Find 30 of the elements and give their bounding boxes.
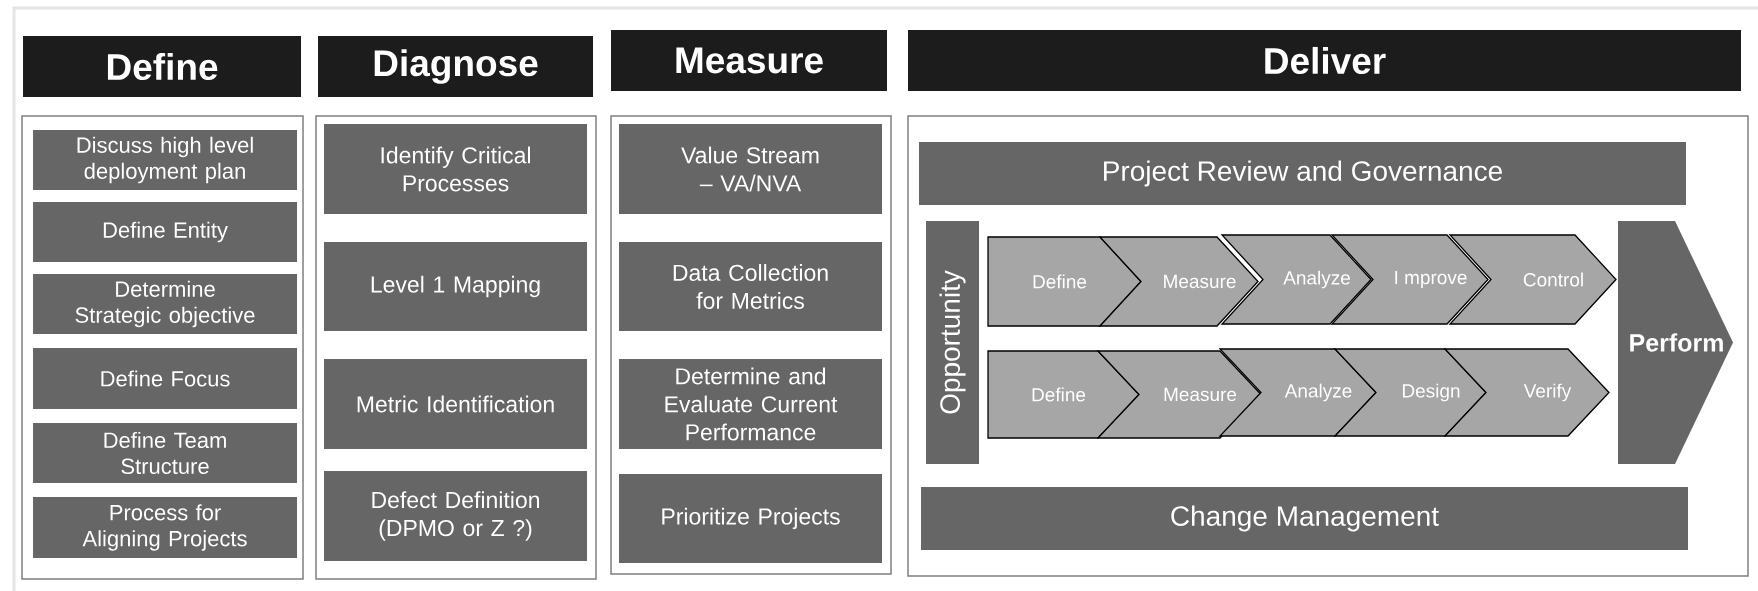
step-box: Define Entity [33,202,297,262]
step-box: Determine and Evaluate Current Performance [619,359,882,449]
chevron-step: Measure [1096,350,1262,439]
step-box: Value Stream – VA/NVA [619,124,882,214]
step-box: Data Collection for Metrics [619,242,882,331]
chevron-step: Define [987,350,1140,439]
column-header: Diagnose [318,36,593,97]
step-box: Project Review and Governance [919,142,1686,205]
column-panel [315,115,597,580]
column-header: Measure [611,30,887,91]
step-box: Discuss high level deployment plan [33,130,297,190]
step-box: Change Management [921,487,1688,550]
step-box: Process for Aligning Projects [33,497,297,558]
vertical-label-bar: Opportunity [926,221,979,464]
column-panel [610,115,892,575]
chevron-step: Measure [1098,236,1259,327]
column-header: Define [23,36,301,97]
step-box: Identify Critical Processes [324,124,587,214]
step-box: Prioritize Projects [619,474,882,563]
step-box: Level 1 Mapping [324,242,587,331]
pentagon-step: Perform [1618,221,1733,464]
step-box: Metric Identification [324,359,587,449]
step-box: Determine Strategic objective [33,274,297,334]
column-header: Deliver [908,30,1741,91]
chevron-step: Define [987,236,1142,327]
column-panel [21,115,304,580]
column-panel [907,115,1749,577]
step-box: Define Team Structure [33,423,297,483]
step-box: Define Focus [33,348,297,409]
step-box: Defect Definition (DPMO or Z ?) [324,471,587,561]
